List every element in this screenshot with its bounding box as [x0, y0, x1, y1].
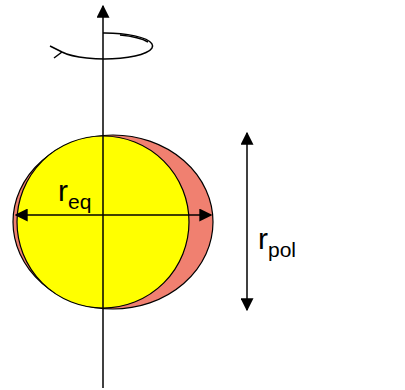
polar-radius-arrow [246, 133, 248, 310]
rotation-arrowhead [50, 46, 62, 58]
equatorial-radius-arrow [16, 214, 211, 216]
polar-radius-label: rpol [258, 224, 296, 260]
rotation-arrow [120, 35, 148, 42]
radius-subscript: eq [68, 190, 91, 213]
radius-subscript: pol [268, 238, 296, 261]
oblate-outline [13, 135, 213, 309]
rotation-arrow [62, 33, 153, 59]
radius-symbol: r [58, 174, 68, 207]
equatorial-radius-label: req [58, 176, 91, 212]
radius-symbol: r [258, 222, 268, 255]
rotation-axis [102, 6, 104, 388]
